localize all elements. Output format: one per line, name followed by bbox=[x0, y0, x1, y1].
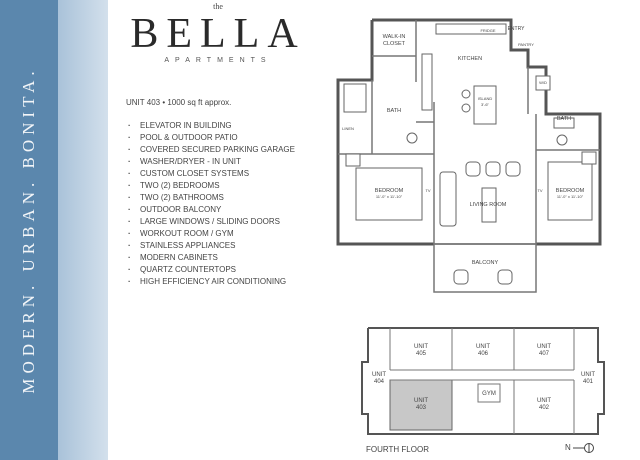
unit-406-label: UNIT bbox=[476, 344, 490, 350]
bedroom-right-label: BEDROOM bbox=[556, 188, 585, 194]
unit-403-number: 403 bbox=[416, 405, 427, 411]
feature-item: WASHER/DRYER - IN UNIT bbox=[128, 156, 295, 168]
feature-item: QUARTZ COUNTERTOPS bbox=[128, 264, 295, 276]
tv-right-label: TV bbox=[537, 188, 542, 193]
feature-item: LARGE WINDOWS / SLIDING DOORS bbox=[128, 216, 295, 228]
coffee-table bbox=[481, 187, 497, 223]
sofa bbox=[439, 171, 457, 227]
kitchen-label: KITCHEN bbox=[458, 56, 482, 62]
nightstand bbox=[581, 151, 597, 165]
features-list: ELEVATOR IN BUILDING POOL & OUTDOOR PATI… bbox=[128, 120, 295, 288]
feature-item: MODERN CABINETS bbox=[128, 252, 295, 264]
wd-label: W/D bbox=[539, 80, 547, 85]
bathtub bbox=[343, 83, 367, 113]
feature-item: POOL & OUTDOOR PATIO bbox=[128, 132, 295, 144]
fridge-label: FRIDGE bbox=[480, 28, 495, 33]
bed bbox=[547, 161, 593, 221]
dining-chair bbox=[465, 161, 481, 177]
gym-label: GYM bbox=[482, 391, 496, 397]
unit-404-number: 404 bbox=[374, 379, 385, 385]
kitchen-counter bbox=[435, 23, 507, 35]
balcony-chair bbox=[453, 269, 469, 285]
unit-403-label: UNIT bbox=[414, 398, 428, 404]
north-indicator: N bbox=[565, 442, 595, 454]
walk-in-closet-label: CLOSET bbox=[383, 41, 406, 47]
sidebar: MODERN. URBAN. BONITA. bbox=[0, 0, 58, 460]
feature-item: OUTDOOR BALCONY bbox=[128, 204, 295, 216]
feature-item: TWO (2) BEDROOMS bbox=[128, 180, 295, 192]
entry-label: ENTRY bbox=[508, 26, 526, 32]
floor-plan: WALK-IN CLOSET KITCHEN PANTRY ENTRY FRID… bbox=[336, 18, 602, 293]
key-plan: UNIT 405 UNIT 406 UNIT 407 UNIT 404 UNIT… bbox=[361, 327, 605, 435]
linen-label: LINEN bbox=[342, 126, 354, 131]
nightstand bbox=[345, 153, 361, 167]
kitchen-counter bbox=[421, 53, 433, 111]
floor-label: FOURTH FLOOR bbox=[366, 445, 429, 454]
dining-chair bbox=[485, 161, 501, 177]
north-arrow-icon bbox=[573, 443, 595, 453]
island-label: 3'-6" bbox=[481, 102, 490, 107]
pantry-label: PANTRY bbox=[518, 42, 534, 47]
stool bbox=[461, 89, 471, 99]
unit-406-number: 406 bbox=[478, 351, 489, 357]
unit-405-number: 405 bbox=[416, 351, 427, 357]
feature-item: HIGH EFFICIENCY AIR CONDITIONING bbox=[128, 276, 295, 288]
bed bbox=[355, 167, 423, 221]
toilet bbox=[556, 134, 568, 146]
washer-dryer bbox=[535, 75, 551, 91]
balcony-chair bbox=[497, 269, 513, 285]
bedroom-left-size: 11'-0" x 11'-10" bbox=[376, 194, 403, 199]
logo-name: BELLA bbox=[130, 11, 306, 57]
feature-item: CUSTOM CLOSET SYSTEMS bbox=[128, 168, 295, 180]
exterior-wall bbox=[336, 20, 434, 246]
feature-item: STAINLESS APPLIANCES bbox=[128, 240, 295, 252]
unit-summary: UNIT 403 • 1000 sq ft approx. bbox=[126, 98, 232, 107]
exterior-wall bbox=[372, 18, 602, 246]
north-label: N bbox=[565, 443, 571, 453]
gym-room bbox=[477, 383, 501, 403]
island-label: ISLAND bbox=[478, 96, 493, 101]
bedroom-right-size: 11'-0" x 11'-10" bbox=[557, 194, 584, 199]
vanity bbox=[553, 117, 575, 129]
balcony-outline bbox=[433, 243, 537, 293]
stool bbox=[461, 103, 471, 113]
unit-403-highlight bbox=[389, 379, 453, 431]
feature-item: TWO (2) BATHROOMS bbox=[128, 192, 295, 204]
unit-407-label: UNIT bbox=[537, 344, 551, 350]
bedroom-left-label: BEDROOM bbox=[375, 188, 404, 194]
kitchen-island bbox=[473, 85, 497, 125]
unit-404-label: UNIT bbox=[372, 372, 386, 378]
feature-item: ELEVATOR IN BUILDING bbox=[128, 120, 295, 132]
feature-item: WORKOUT ROOM / GYM bbox=[128, 228, 295, 240]
unit-402-label: UNIT bbox=[537, 398, 551, 404]
key-plan-outline bbox=[361, 327, 605, 435]
feature-item: COVERED SECURED PARKING GARAGE bbox=[128, 144, 295, 156]
unit-401-number: 401 bbox=[583, 379, 594, 385]
decorative-band bbox=[58, 0, 108, 460]
unit-405-label: UNIT bbox=[414, 344, 428, 350]
living-room-label: LIVING ROOM bbox=[470, 202, 507, 208]
bath-right-label: BATH bbox=[557, 116, 571, 122]
bath-left-label: BATH bbox=[387, 108, 401, 114]
unit-407-number: 407 bbox=[539, 351, 550, 357]
dining-chair bbox=[505, 161, 521, 177]
unit-401-label: UNIT bbox=[581, 372, 595, 378]
balcony-label: BALCONY bbox=[472, 260, 499, 266]
logo-the: the bbox=[213, 2, 223, 11]
logo-subtitle: APARTMENTS bbox=[164, 57, 272, 64]
tagline: MODERN. URBAN. BONITA. bbox=[19, 66, 38, 394]
tv-left-label: TV bbox=[425, 188, 430, 193]
toilet bbox=[406, 132, 418, 144]
unit-402-number: 402 bbox=[539, 405, 550, 411]
logo: the BELLA APARTMENTS bbox=[118, 2, 318, 64]
walk-in-closet-label: WALK-IN bbox=[383, 34, 406, 40]
